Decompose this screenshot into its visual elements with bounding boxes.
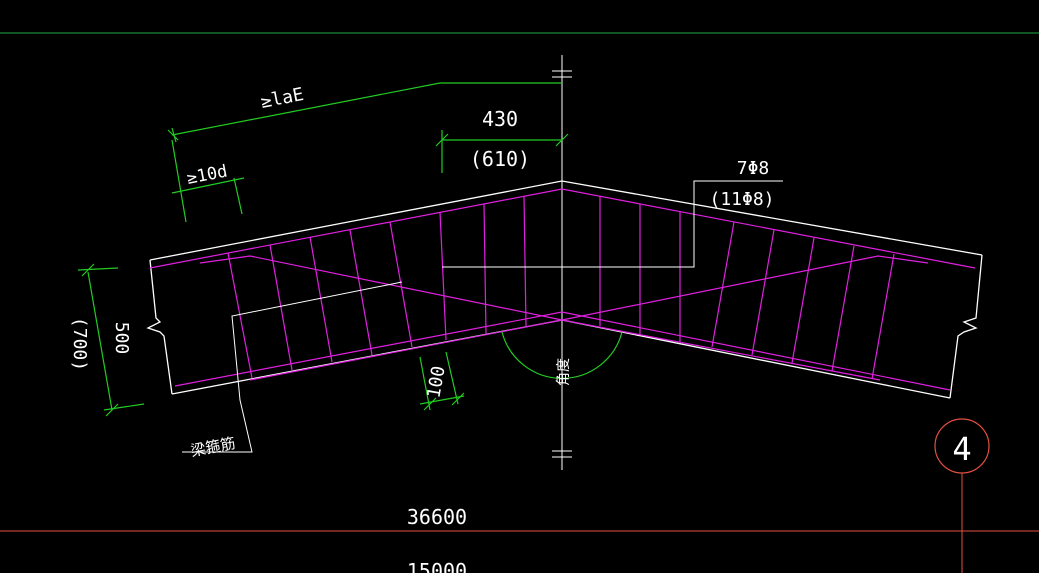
stirrup bbox=[751, 229, 775, 356]
right-cross-bar bbox=[561, 319, 881, 381]
stirrup bbox=[871, 253, 895, 380]
dim-36600-label: 36600 bbox=[407, 505, 467, 529]
rebar-group bbox=[149, 188, 976, 391]
stirrup bbox=[349, 229, 373, 356]
stirrup bbox=[791, 237, 815, 364]
stirrup-label-leader bbox=[442, 180, 783, 268]
dim-430 bbox=[435, 130, 569, 173]
left-cross-bar bbox=[249, 319, 563, 381]
dim-15000-label: 15000 bbox=[407, 559, 467, 573]
beam-stirrup-label: 梁箍筋 bbox=[189, 434, 237, 460]
stirrup bbox=[227, 252, 253, 379]
angle-label: 角度 bbox=[556, 358, 572, 386]
beam-top-edge bbox=[149, 180, 983, 261]
spacing-100-label: 100 bbox=[423, 364, 449, 400]
stirrup bbox=[523, 195, 527, 327]
dim-100 bbox=[419, 351, 465, 411]
axis-number-4: 4 bbox=[952, 430, 971, 468]
dim-10d bbox=[171, 139, 245, 223]
beam-stirrup-leader bbox=[182, 281, 403, 453]
dim-depth bbox=[77, 263, 145, 417]
axis-bubble-4 bbox=[934, 418, 990, 474]
anchorage-laE-label: ≥laE bbox=[259, 84, 306, 113]
left-break-line bbox=[146, 259, 173, 395]
dim-430-label: 430 bbox=[482, 107, 518, 131]
stirrup bbox=[483, 203, 487, 335]
right-break-line bbox=[949, 254, 983, 399]
stirrup bbox=[711, 221, 735, 348]
dim-610-label: (610) bbox=[470, 147, 530, 171]
right-inclined-bar bbox=[561, 255, 929, 321]
depth-700-label: (700) bbox=[69, 317, 90, 371]
bottom-longitudinal-bar bbox=[174, 311, 951, 391]
stirrup bbox=[831, 245, 855, 372]
dim-laE bbox=[167, 82, 562, 143]
top-longitudinal-bar bbox=[149, 188, 976, 269]
stirrup bbox=[309, 236, 333, 363]
stirrup-11phi8-label: (11Φ8) bbox=[709, 189, 774, 210]
stirrup-7phi8-label: 7Φ8 bbox=[737, 158, 770, 179]
angle-arc bbox=[501, 331, 623, 379]
anchorage-10d-label: ≥10d bbox=[185, 161, 229, 188]
depth-500-label: 500 bbox=[111, 322, 132, 355]
stirrup bbox=[269, 244, 293, 371]
stirrup bbox=[439, 211, 447, 341]
stirrup bbox=[389, 221, 413, 348]
left-inclined-bar bbox=[199, 255, 563, 321]
